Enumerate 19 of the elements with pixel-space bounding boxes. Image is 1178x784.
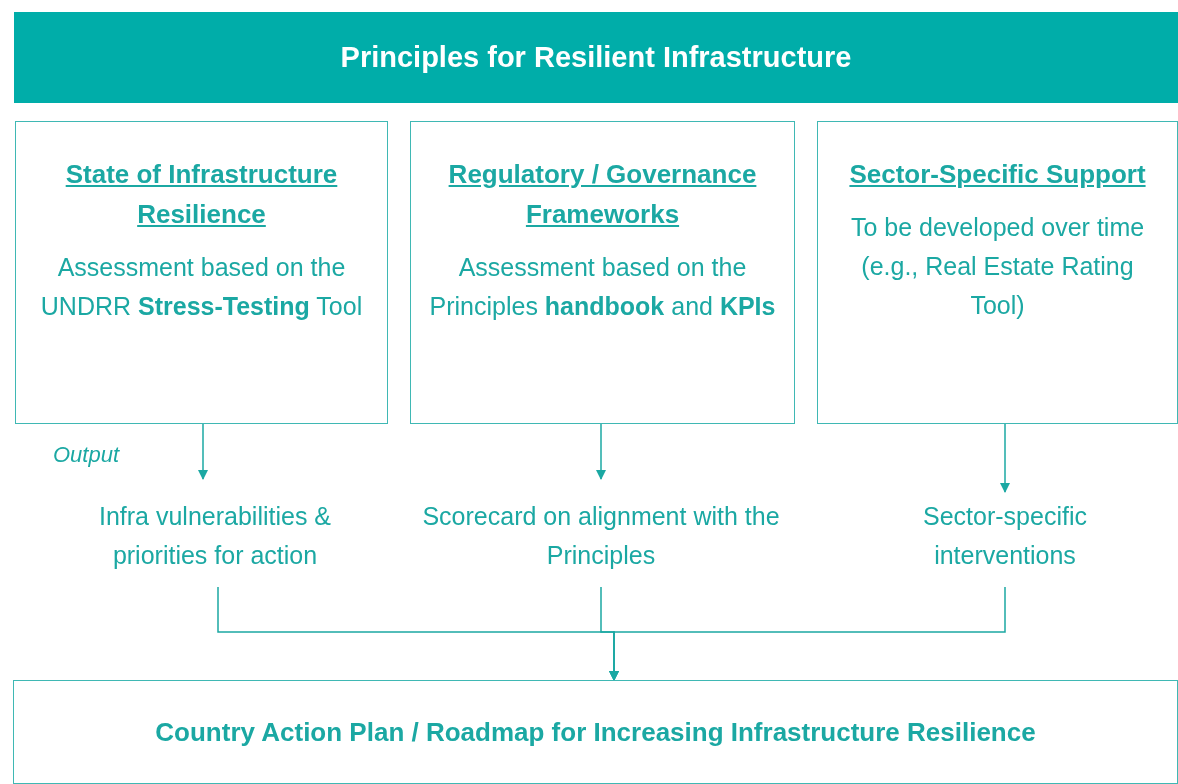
- arrow: [1000, 423, 1010, 493]
- output-text: Sector-specific interventions: [870, 497, 1140, 575]
- edge-label: Output: [53, 442, 120, 468]
- plan-box: Country Action Plan / Roadmap for Increasing Infrastructure Resilience: [13, 680, 1178, 784]
- output-text: Infra vulnerabilities & priorities for action: [55, 497, 375, 575]
- info-card: [15, 121, 388, 424]
- card-text: Assessment based on the UNDRR Stress-Testing Tool: [39, 252, 364, 322]
- info-card: [410, 121, 795, 424]
- card-text: To be developed over time (e.g., Real Estate Rating Tool): [849, 212, 1146, 321]
- title-band: Principles for Resilient Infrastructure: [14, 12, 1178, 103]
- card-heading: Sector-Specific Support: [848, 158, 1147, 191]
- card-heading: Regulatory / Governance Frameworks: [447, 158, 758, 231]
- arrow: [609, 586, 1006, 681]
- arrow: [596, 423, 606, 480]
- info-card: [817, 121, 1178, 424]
- output-text: Scorecard on alignment with the Principles: [420, 497, 782, 575]
- card-heading: State of Infrastructure Resilience: [64, 158, 339, 231]
- arrow: [198, 423, 208, 480]
- card-text: Assessment based on the Principles handbook and KPIs: [428, 252, 777, 322]
